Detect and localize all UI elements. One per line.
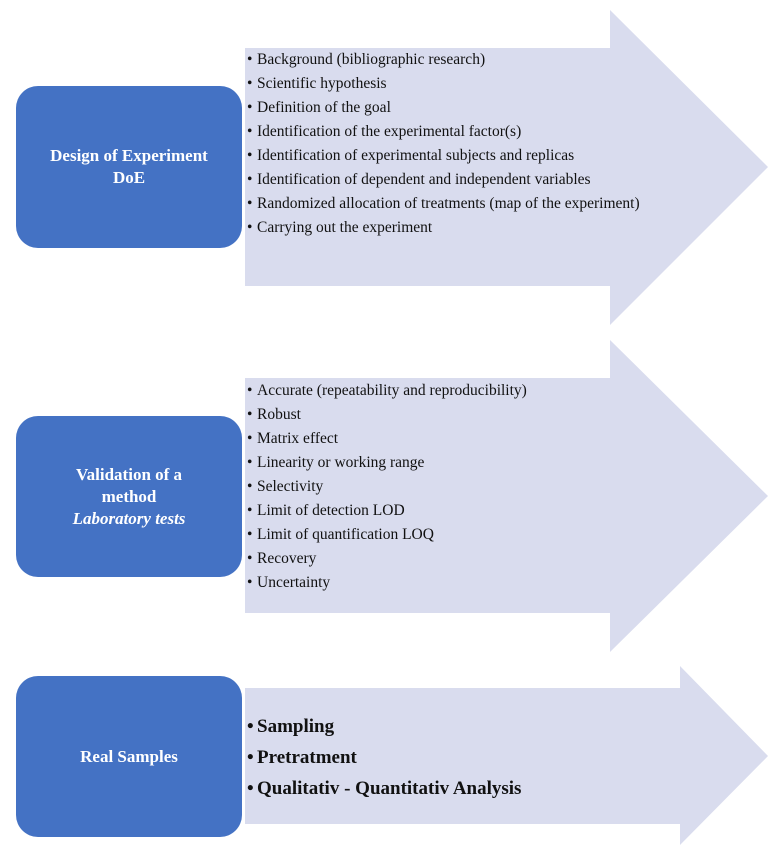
list-item: Identification of experimental subjects … xyxy=(246,146,646,165)
list-item: Pretratment xyxy=(246,746,666,770)
list-item: Background (bibliographic research) xyxy=(246,50,646,69)
list-item: Qualitativ - Quantitativ Analysis xyxy=(246,777,666,801)
list-item: Robust xyxy=(246,405,646,424)
list-item: Definition of the goal xyxy=(246,98,646,117)
box-real-samples: Real Samples xyxy=(16,676,242,837)
list-item: Identification of the experimental facto… xyxy=(246,122,646,141)
box-title: Validation of a xyxy=(75,464,183,484)
list-real-samples: Sampling Pretratment Qualitativ - Quanti… xyxy=(246,715,666,808)
box-design-of-experiment: Design of Experiment DoE xyxy=(16,86,242,248)
list-design-of-experiment: Background (bibliographic research) Scie… xyxy=(246,50,646,242)
box-title-line2: method xyxy=(101,486,157,506)
box-validation-method: Validation of a method Laboratory tests xyxy=(16,416,242,577)
list-item: Limit of detection LOD xyxy=(246,501,646,520)
list-item: Recovery xyxy=(246,549,646,568)
list-item: Identification of dependent and independ… xyxy=(246,170,646,189)
list-validation-method: Accurate (repeatability and reproducibil… xyxy=(246,381,646,597)
list-item: Carrying out the experiment xyxy=(246,218,646,237)
box-title: Real Samples xyxy=(80,746,178,766)
list-item: Uncertainty xyxy=(246,573,646,592)
list-item: Accurate (repeatability and reproducibil… xyxy=(246,381,646,400)
list-item: Linearity or working range xyxy=(246,453,646,472)
list-item: Matrix effect xyxy=(246,429,646,448)
box-subtitle: Laboratory tests xyxy=(72,508,186,528)
box-title: Design of Experiment xyxy=(50,146,208,165)
list-item: Limit of quantification LOQ xyxy=(246,525,646,544)
box-title-line2: DoE xyxy=(112,168,146,187)
list-item: Sampling xyxy=(246,715,666,739)
list-item: Randomized allocation of treatments (map… xyxy=(246,194,646,213)
list-item: Scientific hypothesis xyxy=(246,74,646,93)
list-item: Selectivity xyxy=(246,477,646,496)
